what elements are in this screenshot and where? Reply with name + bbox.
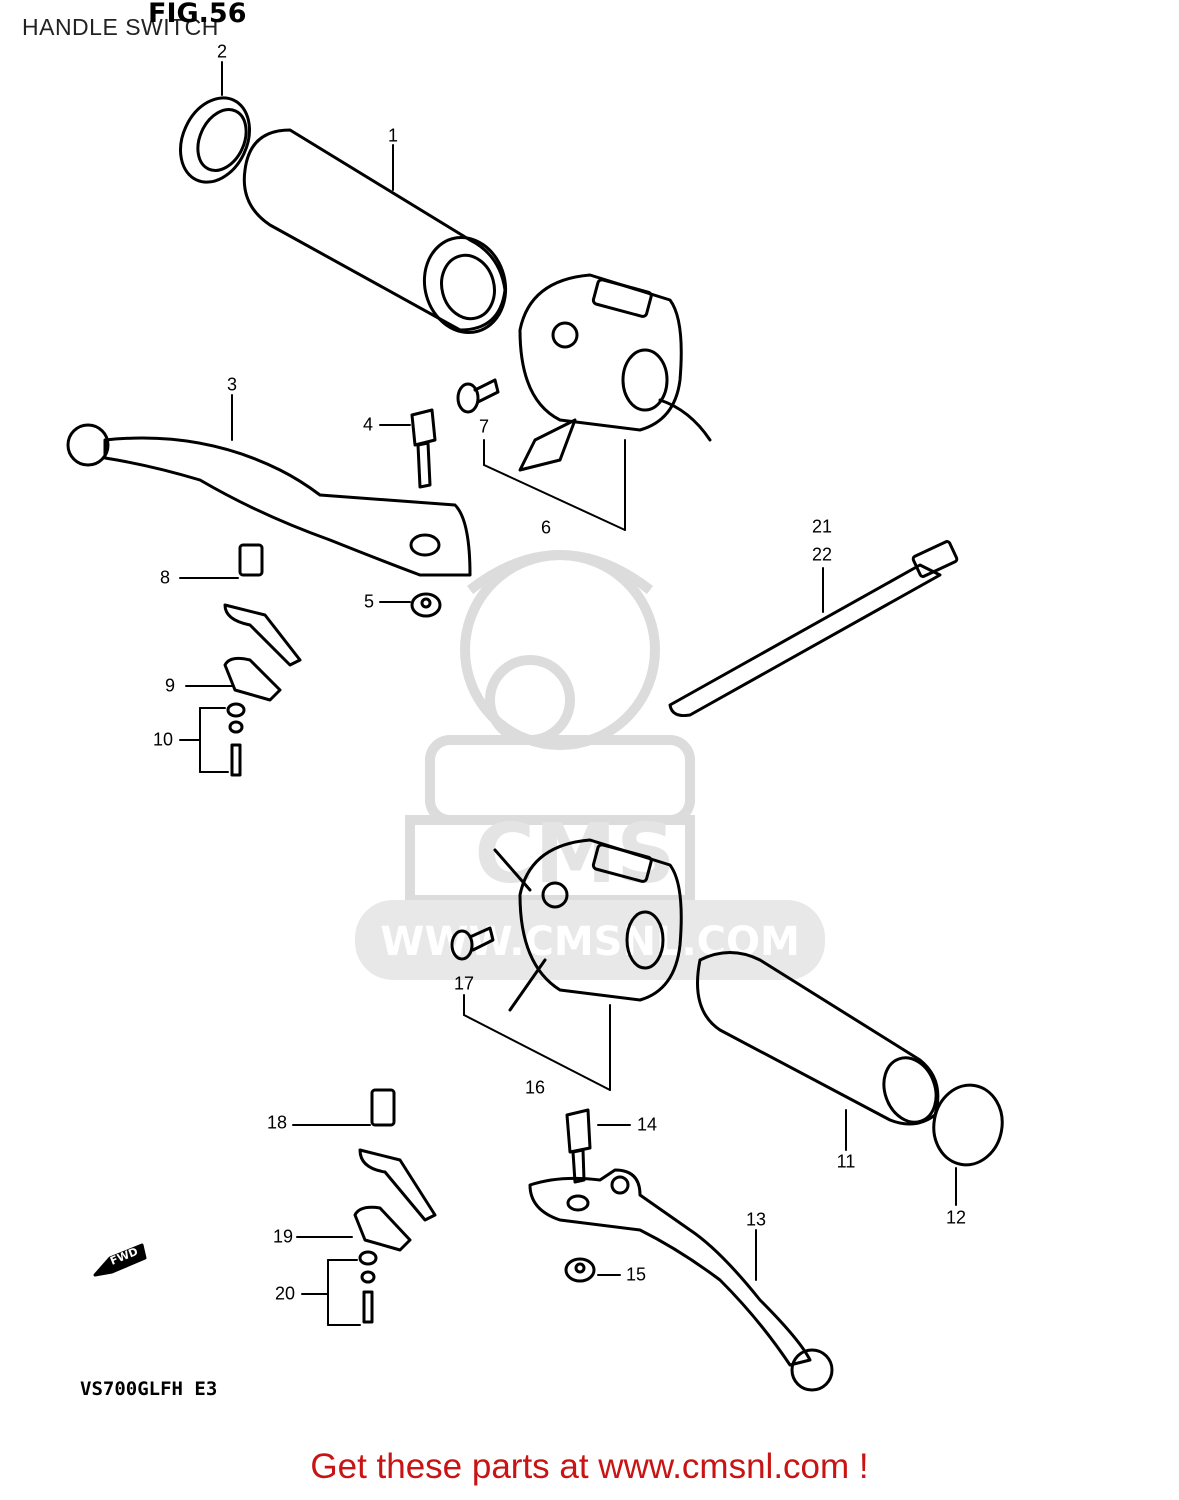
callout-2: 2 — [216, 41, 228, 62]
callout-4: 4 — [362, 414, 374, 435]
leader-lines — [179, 61, 957, 1326]
part-9-switch-bracket — [223, 603, 302, 702]
part-17-screw — [450, 926, 495, 961]
part-12-end-cap — [932, 1083, 1004, 1167]
page-title: HANDLE SWITCH — [22, 14, 219, 40]
footer-cta[interactable]: Get these parts at www.cmsnl.com ! — [310, 1447, 869, 1486]
part-8-switch — [238, 543, 264, 577]
part-5-nut — [410, 592, 442, 618]
cmsnl-watermark-text: CMS WWW.CMSNL.COM — [355, 807, 825, 980]
callout-3: 3 — [226, 374, 238, 395]
callout-15: 15 — [625, 1264, 647, 1285]
fwd-arrow-icon — [93, 1243, 147, 1277]
callout-6: 6 — [540, 517, 552, 538]
callout-8: 8 — [159, 567, 171, 588]
callout-13: 13 — [745, 1209, 767, 1230]
callout-14: 14 — [636, 1114, 658, 1135]
callout-1: 1 — [387, 125, 399, 146]
callout-7: 7 — [478, 416, 490, 437]
part-10-screw — [226, 702, 246, 777]
part-1-throttle-grip — [242, 128, 508, 335]
part-4-bolt — [410, 408, 437, 489]
part-6-switch-housing-right — [518, 273, 712, 472]
callout-22: 22 — [811, 544, 833, 565]
callout-16: 16 — [524, 1077, 546, 1098]
callout-21: 21 — [811, 516, 833, 537]
svg-text:CMS: CMS — [475, 807, 676, 902]
callout-10: 10 — [152, 729, 174, 750]
callout-5: 5 — [363, 591, 375, 612]
figure-label: FIG.56 — [148, 0, 247, 29]
part-7-screw — [456, 378, 500, 414]
part-18-switch — [370, 1088, 396, 1127]
callout-20: 20 — [274, 1283, 296, 1304]
callout-9: 9 — [164, 675, 176, 696]
part-21-cable-tie — [668, 540, 959, 717]
part-14-bolt — [565, 1108, 592, 1184]
svg-text:WWW.CMSNL.COM: WWW.CMSNL.COM — [380, 919, 800, 965]
callout-17: 17 — [453, 973, 475, 994]
model-code: VS700GLFH E3 — [80, 1378, 218, 1400]
part-2-end-cap — [179, 96, 251, 184]
part-13-clutch-lever — [528, 1168, 834, 1392]
callout-19: 19 — [272, 1226, 294, 1247]
part-3-brake-lever — [66, 423, 472, 577]
part-15-nut — [564, 1257, 596, 1283]
callout-12: 12 — [945, 1207, 967, 1228]
callout-11: 11 — [836, 1151, 856, 1172]
part-16-switch-housing-left — [493, 838, 683, 1012]
part-20-screw — [358, 1250, 378, 1324]
callout-18: 18 — [266, 1112, 288, 1133]
part-19-switch-bracket — [353, 1148, 437, 1252]
